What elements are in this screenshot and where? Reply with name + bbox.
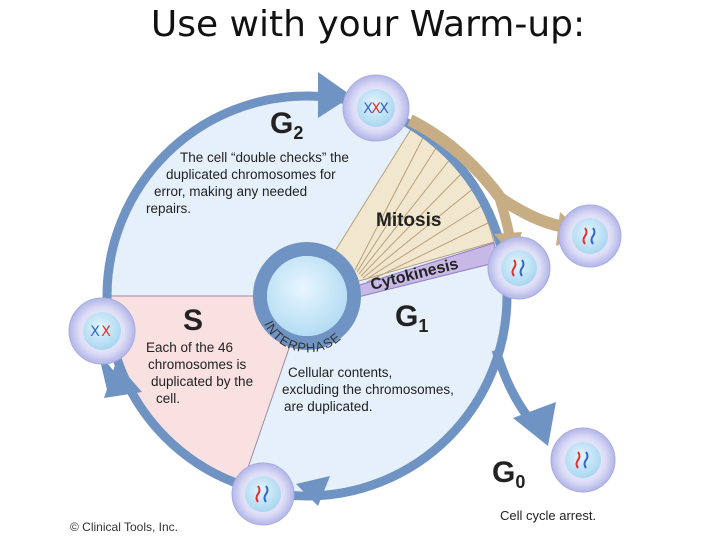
cell-g2: X X X (342, 74, 410, 142)
interphase-ring (253, 242, 361, 350)
arrow-to-g1-start-icon (296, 476, 330, 506)
cell-daughter-2 (558, 204, 622, 268)
svg-text:X: X (363, 101, 373, 117)
svg-text:X: X (101, 324, 111, 340)
slide-title: Use with your Warm-up: (150, 4, 586, 45)
nucleus-center (267, 256, 347, 336)
cell-g0 (550, 427, 616, 493)
g1-label: G1 (395, 300, 428, 336)
cell-daughter-1 (487, 236, 551, 300)
copyright-label: © Clinical Tools, Inc. (70, 520, 178, 534)
g1-description: Cellular contents, excluding the chromos… (282, 365, 458, 414)
g2-label: G2 (270, 107, 303, 143)
arrow-to-g0-icon (513, 402, 556, 446)
mitosis-label: Mitosis (376, 210, 441, 231)
svg-text:X: X (379, 101, 389, 117)
mitosis-spindle-lines (354, 133, 491, 283)
arrow-to-g2-icon (318, 72, 352, 118)
g0-description: Cell cycle arrest. (500, 508, 596, 523)
svg-text:X: X (371, 101, 381, 117)
cell-g1-start (231, 462, 295, 526)
g2-description: The cell “double checks” the duplicated … (146, 150, 353, 216)
g0-label: G0 (492, 456, 525, 492)
s-label: S (183, 304, 203, 337)
svg-text:X: X (90, 324, 100, 340)
g0-branch-line (491, 348, 534, 423)
mitosis-arrow-body (407, 114, 507, 204)
cell-s: X X (68, 297, 136, 365)
s-description: Each of the 46 chromosomes is duplicated… (146, 340, 257, 406)
